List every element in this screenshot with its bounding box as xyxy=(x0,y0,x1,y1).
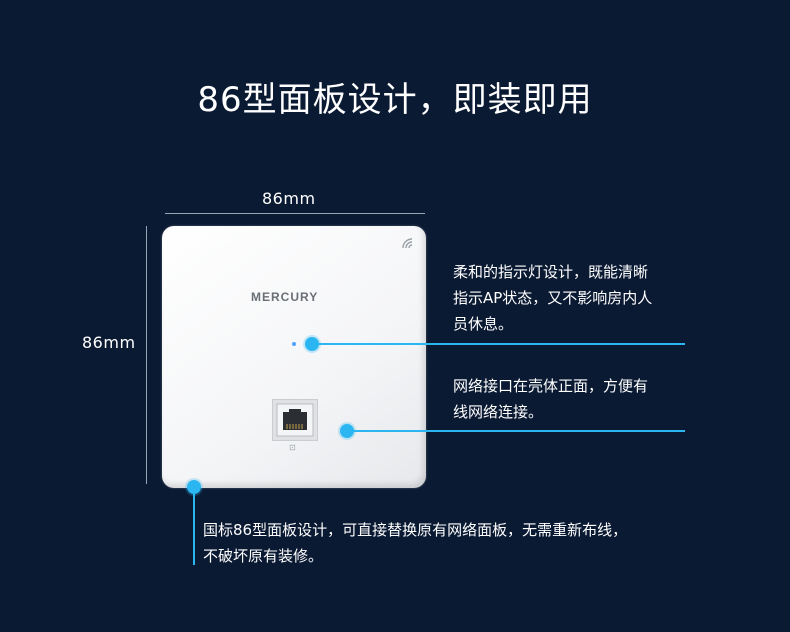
brand-logo: MERCURY xyxy=(251,290,319,304)
standard-callout-line xyxy=(193,487,195,565)
port-symbol: ⊡ xyxy=(289,443,296,452)
ethernet-port xyxy=(272,399,318,441)
port-callout-line xyxy=(347,430,685,432)
width-dimension-line xyxy=(165,213,425,214)
port-callout-dot xyxy=(340,424,354,438)
width-dimension-label: 86mm xyxy=(262,189,316,208)
ethernet-port-icon xyxy=(276,403,314,437)
height-dimension-line xyxy=(146,226,147,484)
status-led xyxy=(292,342,296,346)
indicator-callout-text: 柔和的指示灯设计，既能清晰 指示AP状态，又不影响房内人 员休息。 xyxy=(453,263,653,333)
indicator-callout-dot xyxy=(305,337,319,351)
wifi-signal-icon xyxy=(402,238,413,249)
indicator-callout-line xyxy=(312,343,685,345)
standard-callout-text: 国标86型面板设计，可直接替换原有网络面板，无需重新布线， 不破坏原有装修。 xyxy=(203,521,628,565)
wall-panel-device: MERCURY ⊡ xyxy=(162,226,426,488)
height-dimension-label: 86mm xyxy=(82,333,136,352)
page-title: 86型面板设计，即装即用 xyxy=(197,80,593,120)
port-callout-text: 网络接口在壳体正面，方便有 线网络连接。 xyxy=(453,377,649,421)
